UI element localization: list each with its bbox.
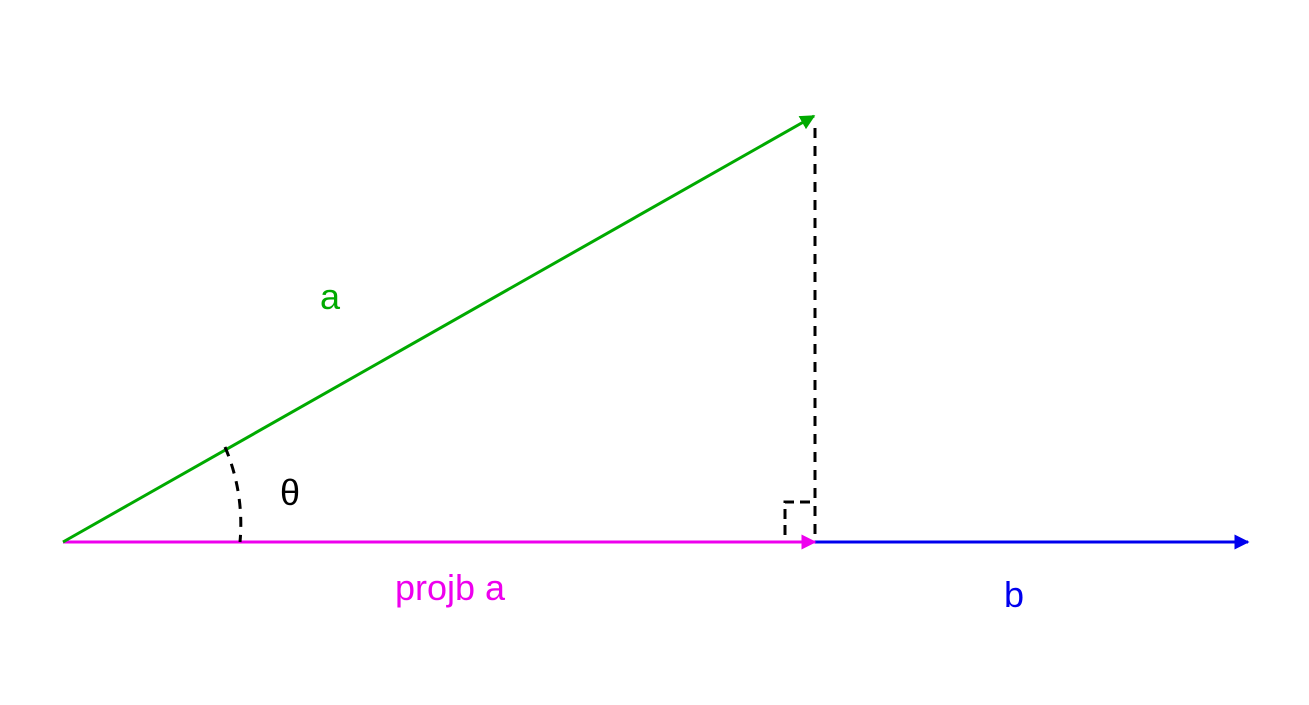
- angle-arc: [223, 446, 243, 543]
- vector-a-arrow: [62, 114, 816, 544]
- vector-b-label: b: [1004, 574, 1024, 615]
- right-angle-marker: [783, 500, 815, 535]
- projection-label: projb a: [395, 567, 506, 608]
- vector-a-label: a: [320, 276, 341, 317]
- angle-theta-label: θ: [280, 472, 300, 513]
